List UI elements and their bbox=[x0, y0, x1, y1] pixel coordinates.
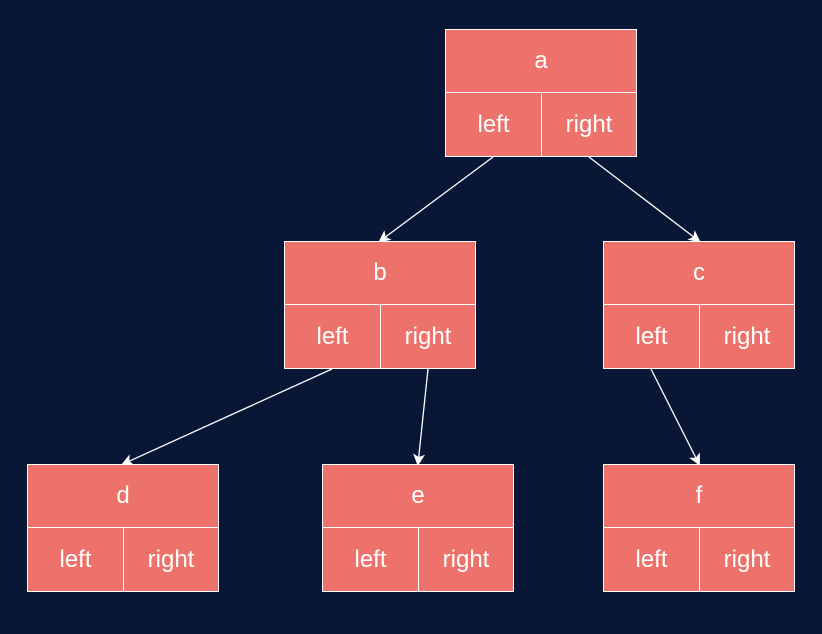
node-a: a left right bbox=[445, 29, 637, 157]
node-c: c left right bbox=[603, 241, 795, 369]
left-pointer-field: left bbox=[445, 92, 542, 157]
edge-b-d bbox=[121, 368, 333, 466]
right-pointer-field: right bbox=[541, 92, 637, 157]
edge-c-f bbox=[650, 368, 700, 466]
left-pointer-field: left bbox=[603, 527, 700, 592]
node-key: c bbox=[603, 241, 795, 305]
node-key: b bbox=[284, 241, 476, 305]
node-key: d bbox=[27, 464, 219, 528]
left-pointer-field: left bbox=[322, 527, 419, 592]
node-key: a bbox=[445, 29, 637, 93]
left-pointer-field: left bbox=[284, 304, 381, 369]
right-pointer-field: right bbox=[123, 527, 219, 592]
node-b: b left right bbox=[284, 241, 476, 369]
node-key: e bbox=[322, 464, 514, 528]
right-pointer-field: right bbox=[418, 527, 514, 592]
edge-b-e bbox=[413, 368, 429, 466]
left-pointer-field: left bbox=[27, 527, 124, 592]
right-pointer-field: right bbox=[380, 304, 476, 369]
node-key: f bbox=[603, 464, 795, 528]
node-d: d left right bbox=[27, 464, 219, 592]
node-f: f left right bbox=[603, 464, 795, 592]
edge-a-c bbox=[588, 156, 701, 243]
right-pointer-field: right bbox=[699, 304, 795, 369]
right-pointer-field: right bbox=[699, 527, 795, 592]
edge-a-b bbox=[378, 156, 494, 243]
left-pointer-field: left bbox=[603, 304, 700, 369]
node-e: e left right bbox=[322, 464, 514, 592]
